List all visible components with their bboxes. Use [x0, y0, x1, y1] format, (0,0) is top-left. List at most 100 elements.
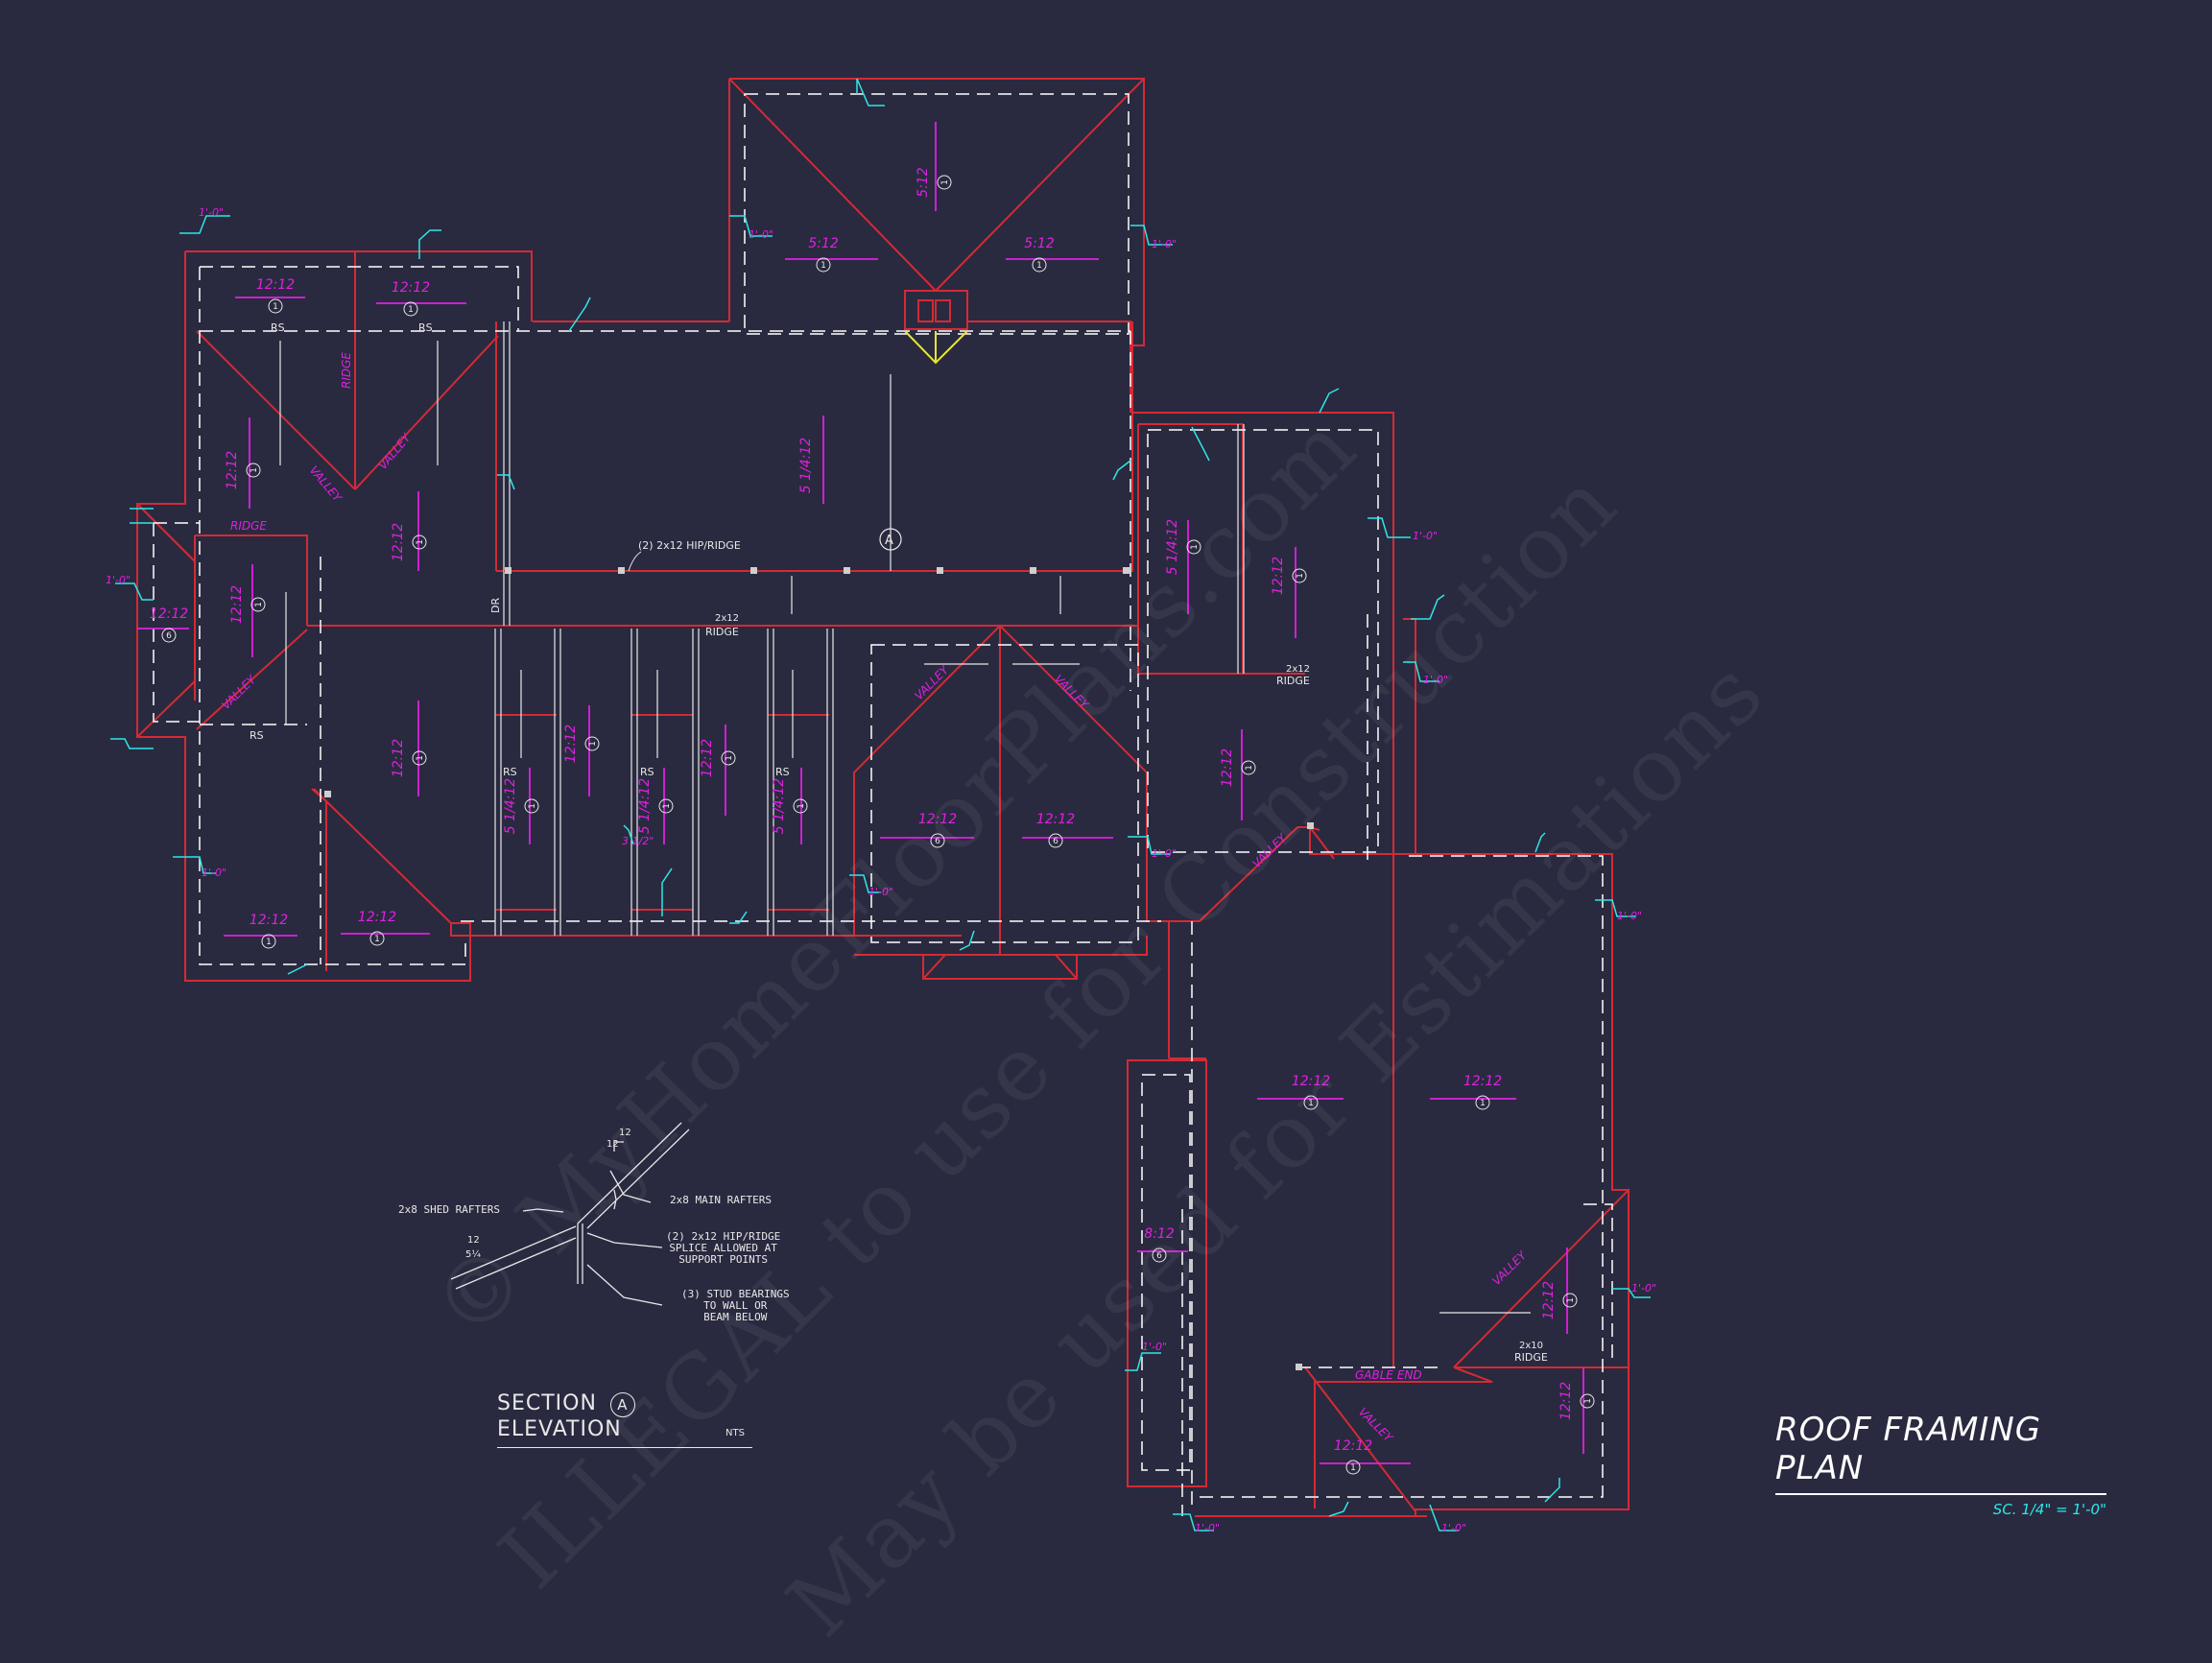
pitch-lines [137, 122, 1584, 1464]
svg-text:1'-0": 1'-0" [1413, 530, 1438, 542]
svg-text:1'-0": 1'-0" [1152, 238, 1177, 250]
rafter-arrows [279, 341, 1531, 1314]
roof-pitch-label: 5 1/4:12 [798, 438, 814, 494]
hip-ridge-beam [324, 567, 1314, 1370]
svg-text:1: 1 [1245, 765, 1254, 771]
svg-text:1'-0": 1'-0" [1152, 847, 1177, 860]
svg-text:12:12: 12:12 [229, 585, 245, 624]
svg-text:1: 1 [1583, 1398, 1593, 1404]
roof-pitch-label: 12:12 1 [391, 739, 427, 777]
svg-text:6: 6 [1053, 837, 1058, 846]
svg-text:VALLEY: VALLEY [376, 430, 415, 472]
roof-pitch-label: 12:126 [150, 606, 188, 643]
svg-text:1: 1 [1350, 1463, 1356, 1473]
svg-text:1: 1 [250, 467, 259, 473]
svg-text:1'-0": 1'-0" [199, 206, 224, 219]
note-main-rafters: 2x8 MAIN RAFTERS [670, 1194, 772, 1206]
svg-text:1: 1 [662, 803, 672, 809]
svg-text:2x12: 2x12 [715, 613, 739, 624]
note-stud-bearings: (3) STUD BEARINGS TO WALL OR BEAM BELOW [681, 1288, 790, 1323]
overhang-labels: 1'-0" 1'-0" 1'-0" 1'-0" 1'-0" 1'-0" 1'-0… [106, 206, 1656, 1534]
svg-text:1'-0": 1'-0" [1617, 910, 1642, 922]
svg-text:RS: RS [640, 766, 654, 778]
svg-text:12:12: 12:12 [358, 910, 396, 925]
svg-text:VALLEY: VALLEY [1489, 1247, 1530, 1288]
note-shed-rafters: 2x8 SHED RAFTERS [398, 1203, 500, 1216]
svg-text:1: 1 [266, 938, 272, 947]
svg-text:1: 1 [408, 305, 414, 315]
section-elevation-detail [450, 1122, 690, 1306]
roof-pitch-label: 12:12 1 [250, 913, 288, 949]
roof-pitch-label: 5 1/4:12 1 [637, 778, 674, 835]
svg-text:1'-0": 1'-0" [1423, 674, 1448, 686]
svg-text:12:12: 12:12 [225, 451, 240, 489]
svg-text:RS: RS [503, 766, 517, 778]
svg-text:5 1/4:12: 5 1/4:12 [503, 778, 518, 835]
roof-pitch-label: 12:12 1 [1220, 748, 1256, 787]
svg-text:RIDGE: RIDGE [1276, 675, 1310, 687]
svg-text:1: 1 [1036, 261, 1042, 271]
svg-text:12:12: 12:12 [1220, 748, 1235, 787]
section-title-suffix: ELEVATION [497, 1417, 622, 1441]
svg-text:1: 1 [1308, 1099, 1314, 1108]
structural-labels: RS RS RS RS RS RS 2x12 RIDGE 2x12 RIDGE … [250, 321, 1548, 1364]
svg-text:12:12: 12:12 [1541, 1281, 1557, 1319]
svg-text:8:12: 8:12 [1144, 1226, 1175, 1242]
svg-text:1'-0": 1'-0" [1195, 1522, 1220, 1534]
svg-text:1'-0": 1'-0" [1441, 1522, 1466, 1534]
svg-text:1: 1 [1190, 544, 1200, 550]
svg-text:1'-0": 1'-0" [868, 886, 893, 898]
svg-text:VALLEY: VALLEY [1249, 830, 1290, 870]
svg-text:VALLEY: VALLEY [1052, 672, 1092, 712]
section-title: SECTION A ELEVATION [497, 1391, 752, 1448]
svg-text:(2) 2x12 HIP/RIDGE: (2) 2x12 HIP/RIDGE [638, 539, 741, 552]
svg-text:5 1/4:12: 5 1/4:12 [637, 778, 653, 835]
roof-pitch-label: 5:121 [808, 236, 839, 273]
svg-text:DR: DR [489, 598, 502, 613]
roof-pitch-label: 12:12 1 [392, 280, 430, 317]
svg-text:12:12: 12:12 [1271, 557, 1286, 595]
svg-text:GABLE END: GABLE END [1355, 1368, 1422, 1382]
svg-text:RS: RS [250, 729, 264, 742]
svg-text:1: 1 [528, 803, 537, 809]
svg-text:1'-0": 1'-0" [202, 867, 226, 879]
roof-pitch-label: 8:126 [1144, 1226, 1175, 1263]
roof-pitch-label: 5 1/4:12 1 [503, 778, 539, 835]
svg-text:RIDGE: RIDGE [230, 519, 267, 533]
svg-text:5:12: 5:12 [808, 236, 839, 251]
svg-text:12: 12 [619, 1128, 631, 1138]
section-title-prefix: SECTION [497, 1391, 597, 1415]
svg-text:1: 1 [940, 179, 950, 185]
svg-text:RIDGE: RIDGE [705, 626, 739, 638]
svg-text:1'-0": 1'-0" [106, 574, 131, 586]
svg-text:12:12: 12:12 [392, 280, 430, 296]
svg-text:2x12: 2x12 [1286, 664, 1310, 675]
svg-text:12:12: 12:12 [391, 739, 406, 777]
section-a-marker: A [628, 528, 902, 572]
svg-text:12:12: 12:12 [918, 812, 957, 827]
roof-pitch-label: 12:121 [1463, 1074, 1502, 1110]
svg-text:5 1/4:12: 5 1/4:12 [1165, 519, 1180, 576]
section-pitch-labels: 12 12 5¼ 12 [465, 1128, 631, 1260]
plan-scale: SC. 1/4" = 1'-0" [1992, 1501, 2106, 1518]
svg-text:3 1/2": 3 1/2" [622, 835, 654, 847]
svg-text:1: 1 [416, 755, 425, 761]
svg-text:1: 1 [1480, 1099, 1486, 1108]
svg-text:12:12: 12:12 [250, 913, 288, 928]
svg-text:RS: RS [271, 321, 285, 334]
svg-text:1: 1 [588, 741, 598, 747]
roof-pitch-label: 12:126 [918, 812, 957, 848]
svg-text:RIDGE: RIDGE [340, 352, 353, 389]
svg-text:VALLEY: VALLEY [219, 672, 259, 712]
svg-text:VALLEY: VALLEY [912, 662, 952, 702]
section-marker-circle: A [609, 1392, 635, 1417]
svg-text:1: 1 [725, 755, 734, 761]
